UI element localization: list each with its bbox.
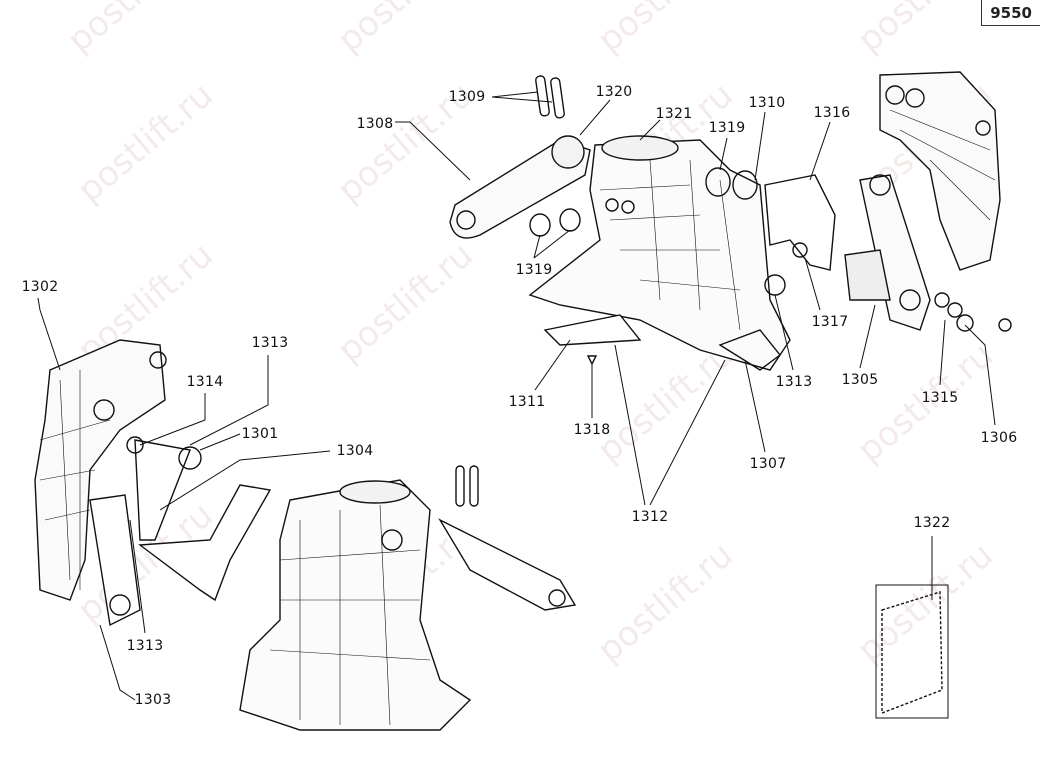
part-label-1301: 1301 <box>241 426 279 442</box>
arm-part-1308 <box>449 135 591 239</box>
part-label-1304: 1304 <box>336 443 374 459</box>
part-label-1313-bottom: 1313 <box>126 638 164 654</box>
part-label-1310: 1310 <box>748 95 786 111</box>
leader-lines <box>37 91 996 701</box>
part-label-1317: 1317 <box>811 314 849 330</box>
diagram-code-box: 9550 <box>981 0 1040 26</box>
part-label-1308: 1308 <box>356 116 394 132</box>
part-label-1305: 1305 <box>841 372 879 388</box>
part-label-1320: 1320 <box>595 84 633 100</box>
part-label-1307: 1307 <box>749 456 787 472</box>
part-label-1314: 1314 <box>186 374 224 390</box>
linkage-part-1305 <box>844 174 931 331</box>
washers-part-1315 <box>934 292 974 332</box>
part-label-1313-top: 1313 <box>775 374 813 390</box>
part-label-1303: 1303 <box>134 692 172 708</box>
part-label-1302: 1302 <box>21 279 59 295</box>
washer-part-1317 <box>792 242 808 258</box>
plate-part-1316 <box>764 174 836 271</box>
plate-part-1304 <box>138 484 272 602</box>
plate-part-1311 <box>543 314 642 346</box>
part-label-1306: 1306 <box>980 430 1018 446</box>
bolt-part-1306 <box>998 318 1012 332</box>
bracket-part-1302 <box>34 339 167 601</box>
part-label-1312: 1312 <box>631 509 669 525</box>
part-label-1321: 1321 <box>655 106 693 122</box>
carriage-part-1321 <box>528 135 791 371</box>
part-label-1311: 1311 <box>508 394 546 410</box>
part-label-1319-top: 1319 <box>708 120 746 136</box>
part-label-1318: 1318 <box>573 422 611 438</box>
linkage-part-1301 <box>126 436 202 541</box>
part-label-1319-left: 1319 <box>515 262 553 278</box>
part-label-1309: 1309 <box>448 89 486 105</box>
decal-part-1322 <box>875 584 949 719</box>
block-part-1307 <box>718 329 781 371</box>
part-label-1313-mid: 1313 <box>251 335 289 351</box>
part-label-1316: 1316 <box>813 105 851 121</box>
pins-part-1309 <box>535 75 565 119</box>
bracket-part-top-right <box>879 71 1001 271</box>
screw-part-1318 <box>586 355 598 366</box>
link-part-1303 <box>89 494 141 627</box>
carriage-lower <box>239 465 577 731</box>
part-label-1315: 1315 <box>921 390 959 406</box>
part-label-1322: 1322 <box>913 515 951 531</box>
